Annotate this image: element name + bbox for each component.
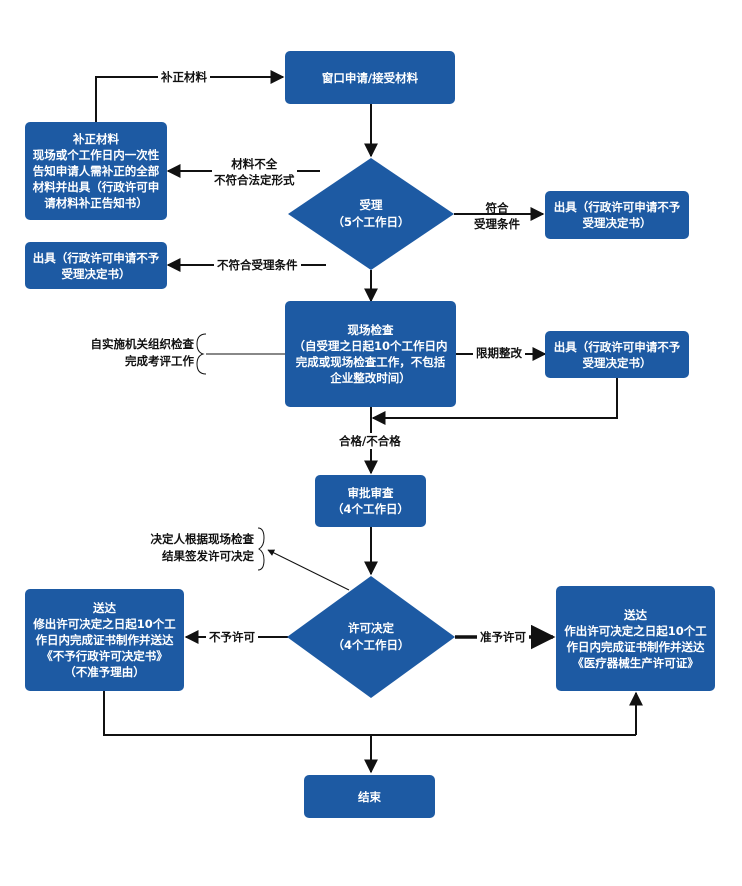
note-inspect-org-line: 自实施机关组织检查: [90, 337, 195, 351]
decision-diamond-text: 许可决定 （4个工作日）: [311, 613, 431, 661]
label-rectify: 限期整改: [473, 345, 525, 361]
note-decision-basis-line: 结果签发许可决定: [162, 549, 254, 563]
reject-left-node-line: 出具（行政许可申请不予: [32, 250, 160, 265]
note-decision-basis-line: 决定人根据现场检查: [150, 532, 255, 546]
deliver-yes-node-line: 作日内完成证书制作并送达: [566, 639, 705, 654]
edge-supplement-window: [95, 70, 285, 122]
brace-decision-note: [257, 527, 265, 571]
reject-left-node-line: 受理决定书）: [61, 266, 131, 281]
note-inspect-org: 自实施机关组织检查完成考评工作: [72, 336, 195, 370]
review-node: 审批审查 （4个工作日）: [315, 475, 426, 527]
supplement-node-line: 请材料补正告知书）: [44, 196, 148, 210]
deliver-yes-node-line: 《医疗器械生产许可证》: [572, 655, 699, 670]
decision-diamond-text-line: 许可决定: [348, 621, 394, 635]
deliver-no-node-line: 《不予行政许可决定书》: [41, 649, 168, 663]
edge-decision-note: [267, 549, 350, 591]
decision-diamond: [287, 576, 455, 698]
deliver-no-node: 送达修出许可决定之日起10个工作日内完成证书制作并送达《不予行政许可决定书》 （不…: [25, 589, 184, 691]
inspect-node: 现场检查 （自受理之日起10个工作日内完成或现场检查工作，不包括企业整改时间）: [285, 301, 456, 407]
deliver-yes-node-line: 作出许可决定之日起10个工: [564, 623, 707, 638]
edge-rectify-return: [371, 378, 618, 425]
label-meets-line: 受理条件: [474, 217, 520, 231]
accept-diamond-text-line: （5个工作日）: [332, 215, 410, 229]
inspect-node-line: 现场检查: [347, 323, 394, 337]
window-node-line: 窗口申请/接受材料: [321, 70, 419, 85]
reject-right-node: 出具（行政许可申请不予受理决定书）: [545, 191, 689, 239]
inspect-node-line: 企业整改时间）: [330, 371, 411, 385]
inspect-node-line: 完成或现场检查工作，不包括: [295, 355, 446, 369]
reject-left-node: 出具（行政许可申请不予受理决定书）: [25, 242, 167, 289]
label-pass-fail: 合格/不合格: [336, 433, 404, 449]
label-incomplete-line: 材料不全: [231, 157, 278, 171]
end-node-line: 结束: [358, 789, 381, 804]
label-incomplete-line: 不符合法定形式: [214, 173, 295, 187]
supplement-node-line: 补正材料: [73, 132, 119, 146]
supplement-node: 补正材料现场或个工作日内一次性告知申请人需补正的全部材料并出具（行政许可申请材料…: [25, 122, 167, 220]
deliver-no-node-line: 修出许可决定之日起10个工: [33, 617, 176, 631]
review-node-line: 审批审查: [347, 486, 394, 500]
inspect-node-line: （自受理之日起10个工作日内: [293, 339, 448, 353]
decision-diamond-text-line: （4个工作日）: [332, 638, 410, 652]
rectify-node-line: 受理决定书）: [582, 355, 652, 370]
window-node: 窗口申请/接受材料: [285, 51, 455, 104]
supplement-node-line: 材料并出具（行政许可申: [32, 180, 160, 194]
deliver-yes-node: 送达作出许可决定之日起10个工作日内完成证书制作并送达《医疗器械生产许可证》: [556, 586, 715, 691]
note-inspect-org-line: 完成考评工作: [125, 354, 194, 368]
brace-inspect-note: [196, 333, 207, 375]
accept-diamond: [288, 158, 454, 270]
note-decision-basis: 决定人根据现场检查结果签发许可决定: [132, 531, 255, 565]
label-incomplete: 材料不全不符合法定形式: [212, 156, 297, 188]
deliver-no-node-line: （不准予理由）: [64, 665, 145, 679]
label-meets-line: 符合: [485, 201, 509, 215]
end-node: 结束: [304, 775, 435, 818]
edge-deliver-no-merge: [103, 691, 636, 736]
accept-diamond-text-line: 受理: [359, 198, 383, 212]
reject-right-node-line: 受理决定书）: [582, 216, 652, 230]
reject-right-node-line: 出具（行政许可申请不予: [553, 200, 681, 214]
deliver-no-node-line: 作日内完成证书制作并送达: [35, 633, 174, 647]
label-permit: 准予许可: [477, 629, 529, 645]
deliver-no-node-line: 送达: [93, 601, 116, 615]
label-meets: 符合受理条件: [474, 200, 520, 232]
supplement-node-line: 告知申请人需补正的全部: [32, 164, 160, 178]
deliver-yes-node-line: 送达: [624, 607, 647, 622]
accept-diamond-text: 受理 （5个工作日）: [311, 190, 431, 238]
label-not-permit: 不予许可: [206, 629, 258, 645]
rectify-node-line: 出具（行政许可申请不予: [553, 339, 681, 354]
rectify-node: 出具（行政许可申请不予受理决定书）: [545, 331, 689, 378]
label-not-meet: 不符合受理条件: [214, 257, 301, 273]
review-node-line: （4个工作日）: [331, 502, 409, 516]
label-supplement-loop: 补正材料: [158, 69, 210, 85]
supplement-node-line: 现场或个工作日内一次性: [32, 148, 160, 162]
